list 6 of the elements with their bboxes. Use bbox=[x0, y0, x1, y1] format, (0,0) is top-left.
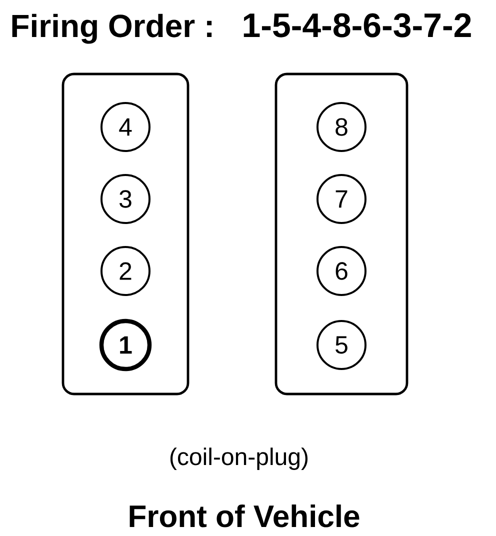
note-text: (coil-on-plug) bbox=[170, 448, 308, 470]
sequence-text: 1-5-4-8-6-3-7-2 bbox=[244, 13, 471, 38]
cylinder-bank-box bbox=[274, 72, 408, 396]
cylinder-bank-box bbox=[62, 72, 190, 396]
title: Firing Order : bbox=[12, 14, 212, 44]
direction-label: Front of Vehicle bbox=[130, 504, 360, 528]
